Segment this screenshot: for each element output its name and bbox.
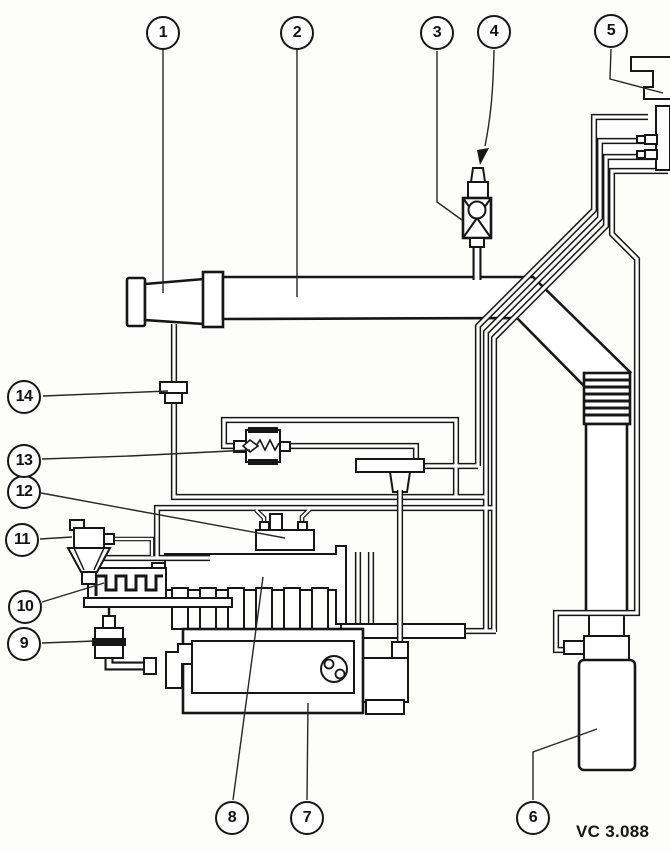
callout-4: 4 — [477, 15, 511, 49]
callout-7: 7 — [290, 801, 324, 835]
bracket-5 — [630, 56, 670, 171]
callout-14: 14 — [7, 380, 41, 414]
check-valve-3 — [461, 167, 493, 248]
callout-10: 10 — [8, 590, 42, 624]
arrow-4-icon — [477, 148, 489, 165]
inline-connector-14 — [159, 381, 188, 404]
intake-runners — [171, 587, 329, 630]
callout-6: 6 — [516, 801, 550, 835]
callout-13: 13 — [7, 444, 41, 478]
engine-pipes — [354, 552, 375, 626]
callout-3: 3 — [420, 16, 454, 50]
engine-block-7 — [165, 627, 409, 715]
vacuum-valve-11 — [66, 519, 115, 585]
filter-valve-9 — [92, 607, 157, 675]
leader-lines — [39, 48, 664, 801]
air-intake-hose — [125, 270, 633, 390]
tee-drop-pipe — [391, 490, 409, 659]
callout-5: 5 — [594, 14, 628, 48]
vacuum-reservoir-6 — [577, 658, 637, 772]
delay-valve-13 — [233, 427, 291, 465]
callout-2: 2 — [280, 16, 314, 50]
figure-code: VC 3.088 — [576, 822, 650, 841]
callout-8: 8 — [215, 801, 249, 835]
reservoir-nipple — [563, 640, 585, 655]
ribbed-duct — [582, 371, 632, 661]
callout-1: 1 — [146, 16, 180, 50]
callout-11: 11 — [5, 523, 39, 557]
engine-bracket — [165, 643, 193, 689]
tee-junction — [355, 458, 425, 493]
callout-12: 12 — [7, 475, 41, 509]
callout-9: 9 — [7, 627, 41, 661]
